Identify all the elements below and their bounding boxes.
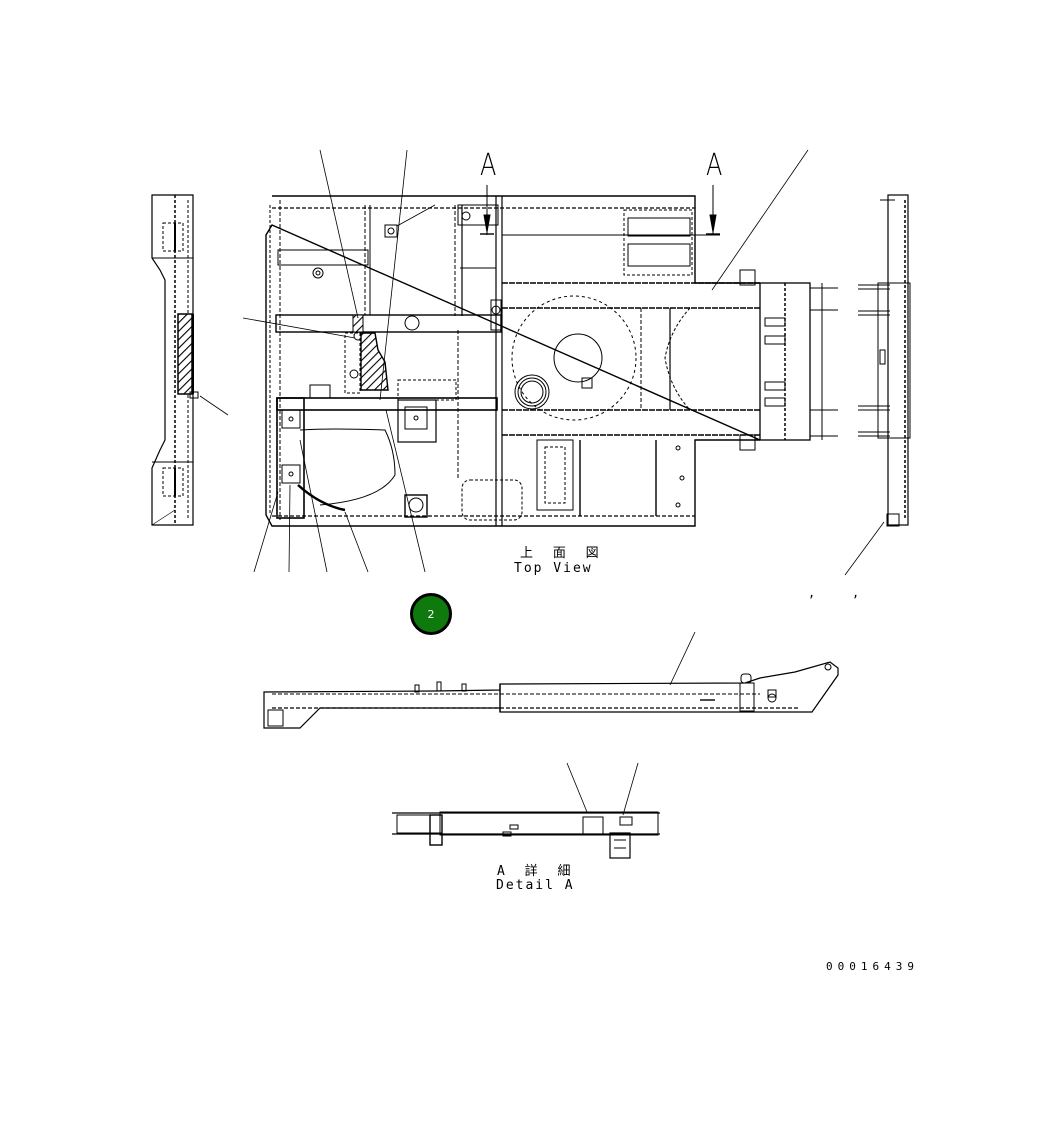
comma-mark-1: , xyxy=(808,586,820,600)
detail-a-caption-jp: A 詳 細 xyxy=(497,864,577,879)
section-marker-a-right: A xyxy=(706,148,723,183)
callout-number: 2 xyxy=(427,607,435,621)
top-view xyxy=(265,185,838,527)
callout-badge-2[interactable]: 2 xyxy=(410,593,452,635)
drawing-number: 00016439 xyxy=(826,960,919,973)
section-marker-a-left: A xyxy=(480,148,497,183)
comma-mark-2: , xyxy=(852,586,864,600)
left-side-view xyxy=(151,194,229,526)
side-elevation-view xyxy=(263,661,839,729)
leader-lines xyxy=(242,149,885,816)
detail-a-view xyxy=(392,811,660,859)
top-view-caption-en: Top View xyxy=(514,561,593,576)
top-view-caption-jp: 上 面 図 xyxy=(520,546,605,561)
right-side-view xyxy=(858,194,911,527)
detail-a-caption-en: Detail A xyxy=(496,878,575,893)
